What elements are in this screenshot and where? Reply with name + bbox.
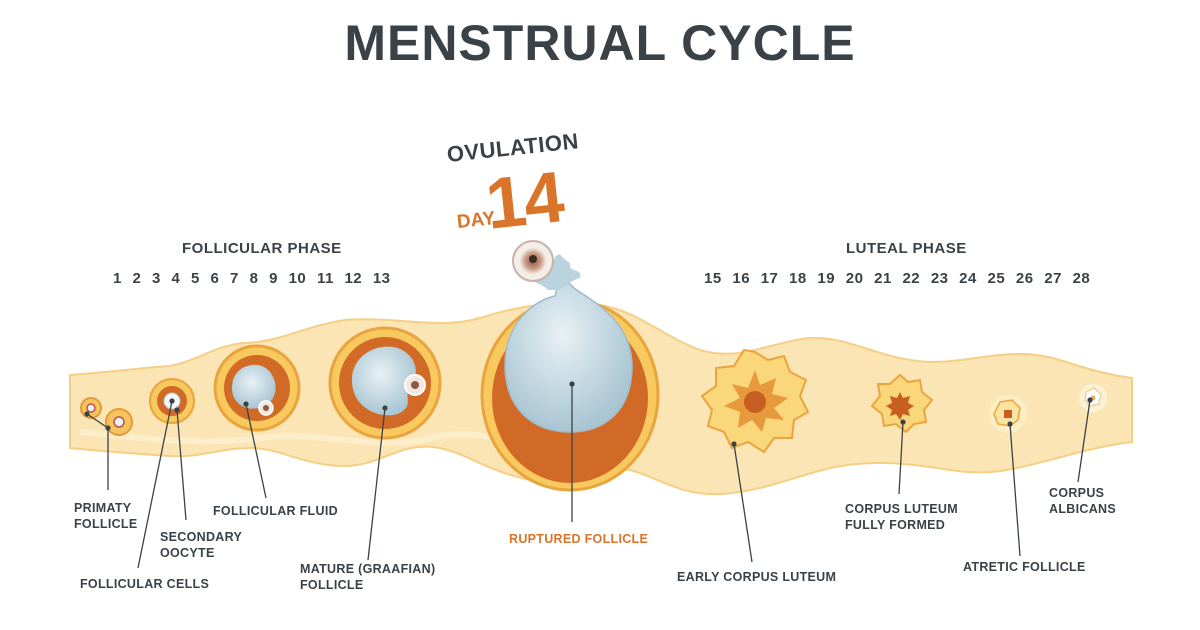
- primary-follicle-icon: [80, 397, 133, 436]
- leader-atretic-follicle: [1009, 423, 1021, 557]
- label-follicular-fluid: FOLLICULAR FLUID: [213, 504, 338, 518]
- follicular-phase-heading: FOLLICULAR PHASE: [182, 240, 342, 257]
- leader-mature-follicle: [367, 407, 386, 561]
- leader-follicular-fluid: [245, 403, 267, 499]
- leader-early-corpus-luteum: [733, 443, 753, 563]
- label-corpus-luteum-formed: CORPUS LUTEUM FULLY FORMED: [845, 502, 958, 532]
- leader-dots: [84, 381, 1093, 447]
- label-atretic-follicle: ATRETIC FOLLICLE: [963, 560, 1086, 574]
- ruptured-follicle-icon: [480, 254, 660, 492]
- label-primary-follicle: PRIMATY FOLLICLE: [74, 501, 138, 531]
- luteal-days: 15 16 17 18 19 20 21 22 23 24 25 26 27 2…: [704, 270, 1091, 287]
- page-title: MENSTRUAL CYCLE: [344, 15, 856, 71]
- label-follicular-cells: FOLLICULAR CELLS: [80, 577, 210, 591]
- corpus-luteum-formed-icon: [870, 373, 934, 434]
- leader-follicular-cells: [137, 400, 173, 569]
- early-corpus-luteum-icon: [700, 348, 810, 454]
- follicular-days: 1 2 3 4 5 6 7 8 9 10 11 12 13: [113, 270, 391, 287]
- luteal-phase-heading: LUTEAL PHASE: [846, 240, 967, 257]
- label-early-corpus-luteum: EARLY CORPUS LUTEUM: [677, 570, 837, 584]
- atretic-follicle-icon: [989, 395, 1027, 433]
- mature-follicle-icon: [328, 326, 442, 440]
- corpus-albicans-icon: [1079, 384, 1107, 412]
- label-mature-follicle: MATURE (GRAAFIAN) FOLLICLE: [300, 562, 436, 592]
- label-secondary-oocyte: SECONDARY OOCYTE: [160, 530, 243, 560]
- leader-lines: [86, 384, 1091, 569]
- antral-follicle-icon: [213, 344, 301, 432]
- label-ruptured-follicle: RUPTURED FOLLICLE: [509, 532, 649, 546]
- leader-secondary-oocyte: [176, 409, 187, 521]
- leader-corpus-albicans: [1077, 399, 1091, 483]
- leader-corpus-luteum-formed: [898, 421, 904, 495]
- released-oocyte-icon: [512, 240, 554, 282]
- label-corpus-albicans: CORPUS ALBICANS: [1049, 486, 1116, 516]
